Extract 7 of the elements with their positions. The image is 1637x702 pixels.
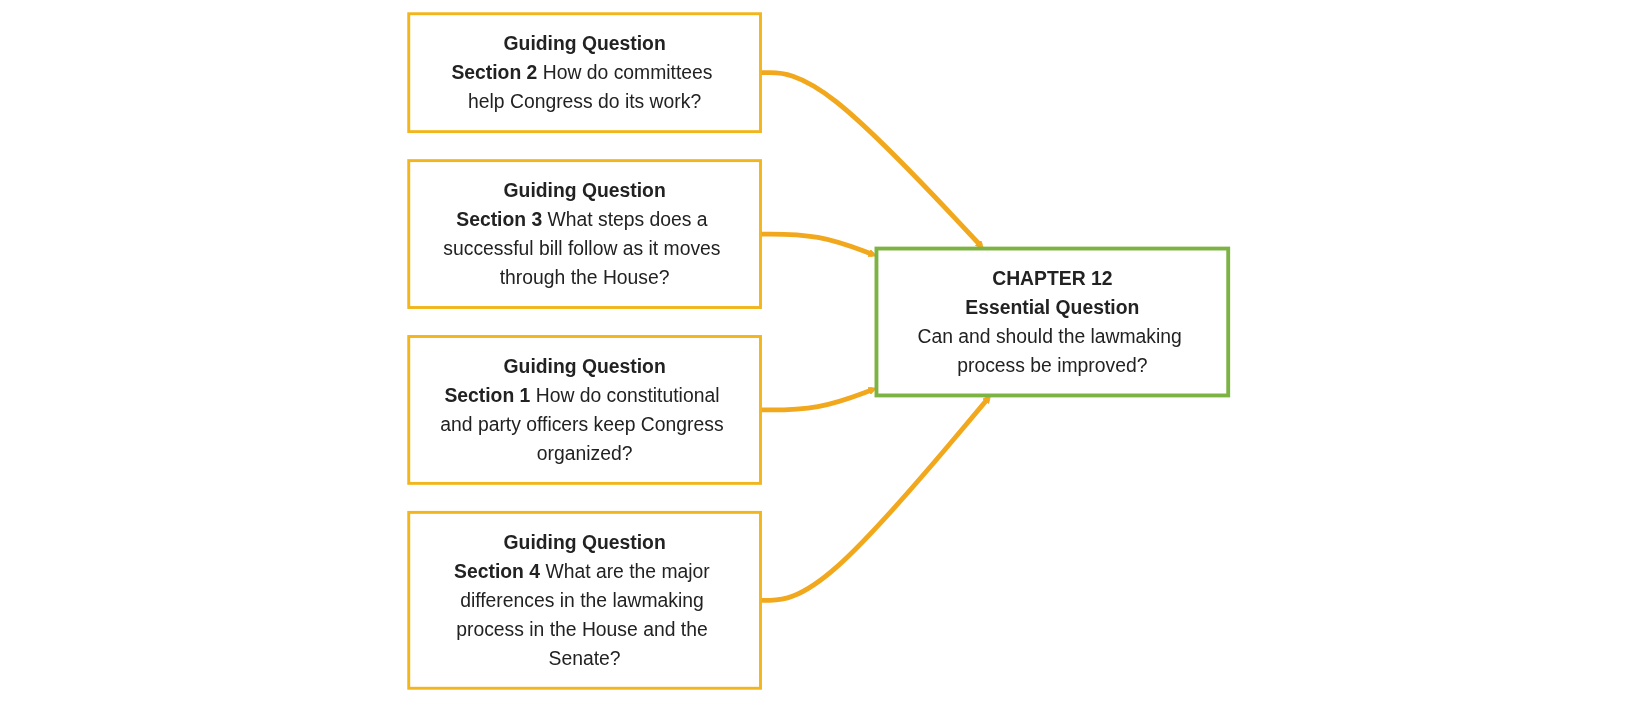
- arrow: [760, 70, 984, 249]
- arrow: [760, 395, 992, 603]
- node-box: Guiding Question Section 1 How do constitutional and party officers keep Congress organized?: [407, 335, 762, 485]
- node-box: Guiding Question Section 4 What are the major differences in the lawmaking process in the House and the Senate?: [407, 510, 762, 690]
- node-box: Guiding Question Section 3 What steps does a successful bill follow as it moves through the House?: [407, 159, 762, 309]
- node-box: CHAPTER 12 Essential Question Can and should the lawmaking process be improved?: [874, 246, 1231, 398]
- node-box: Guiding Question Section 2 How do committees help Congress do its work?: [407, 12, 762, 134]
